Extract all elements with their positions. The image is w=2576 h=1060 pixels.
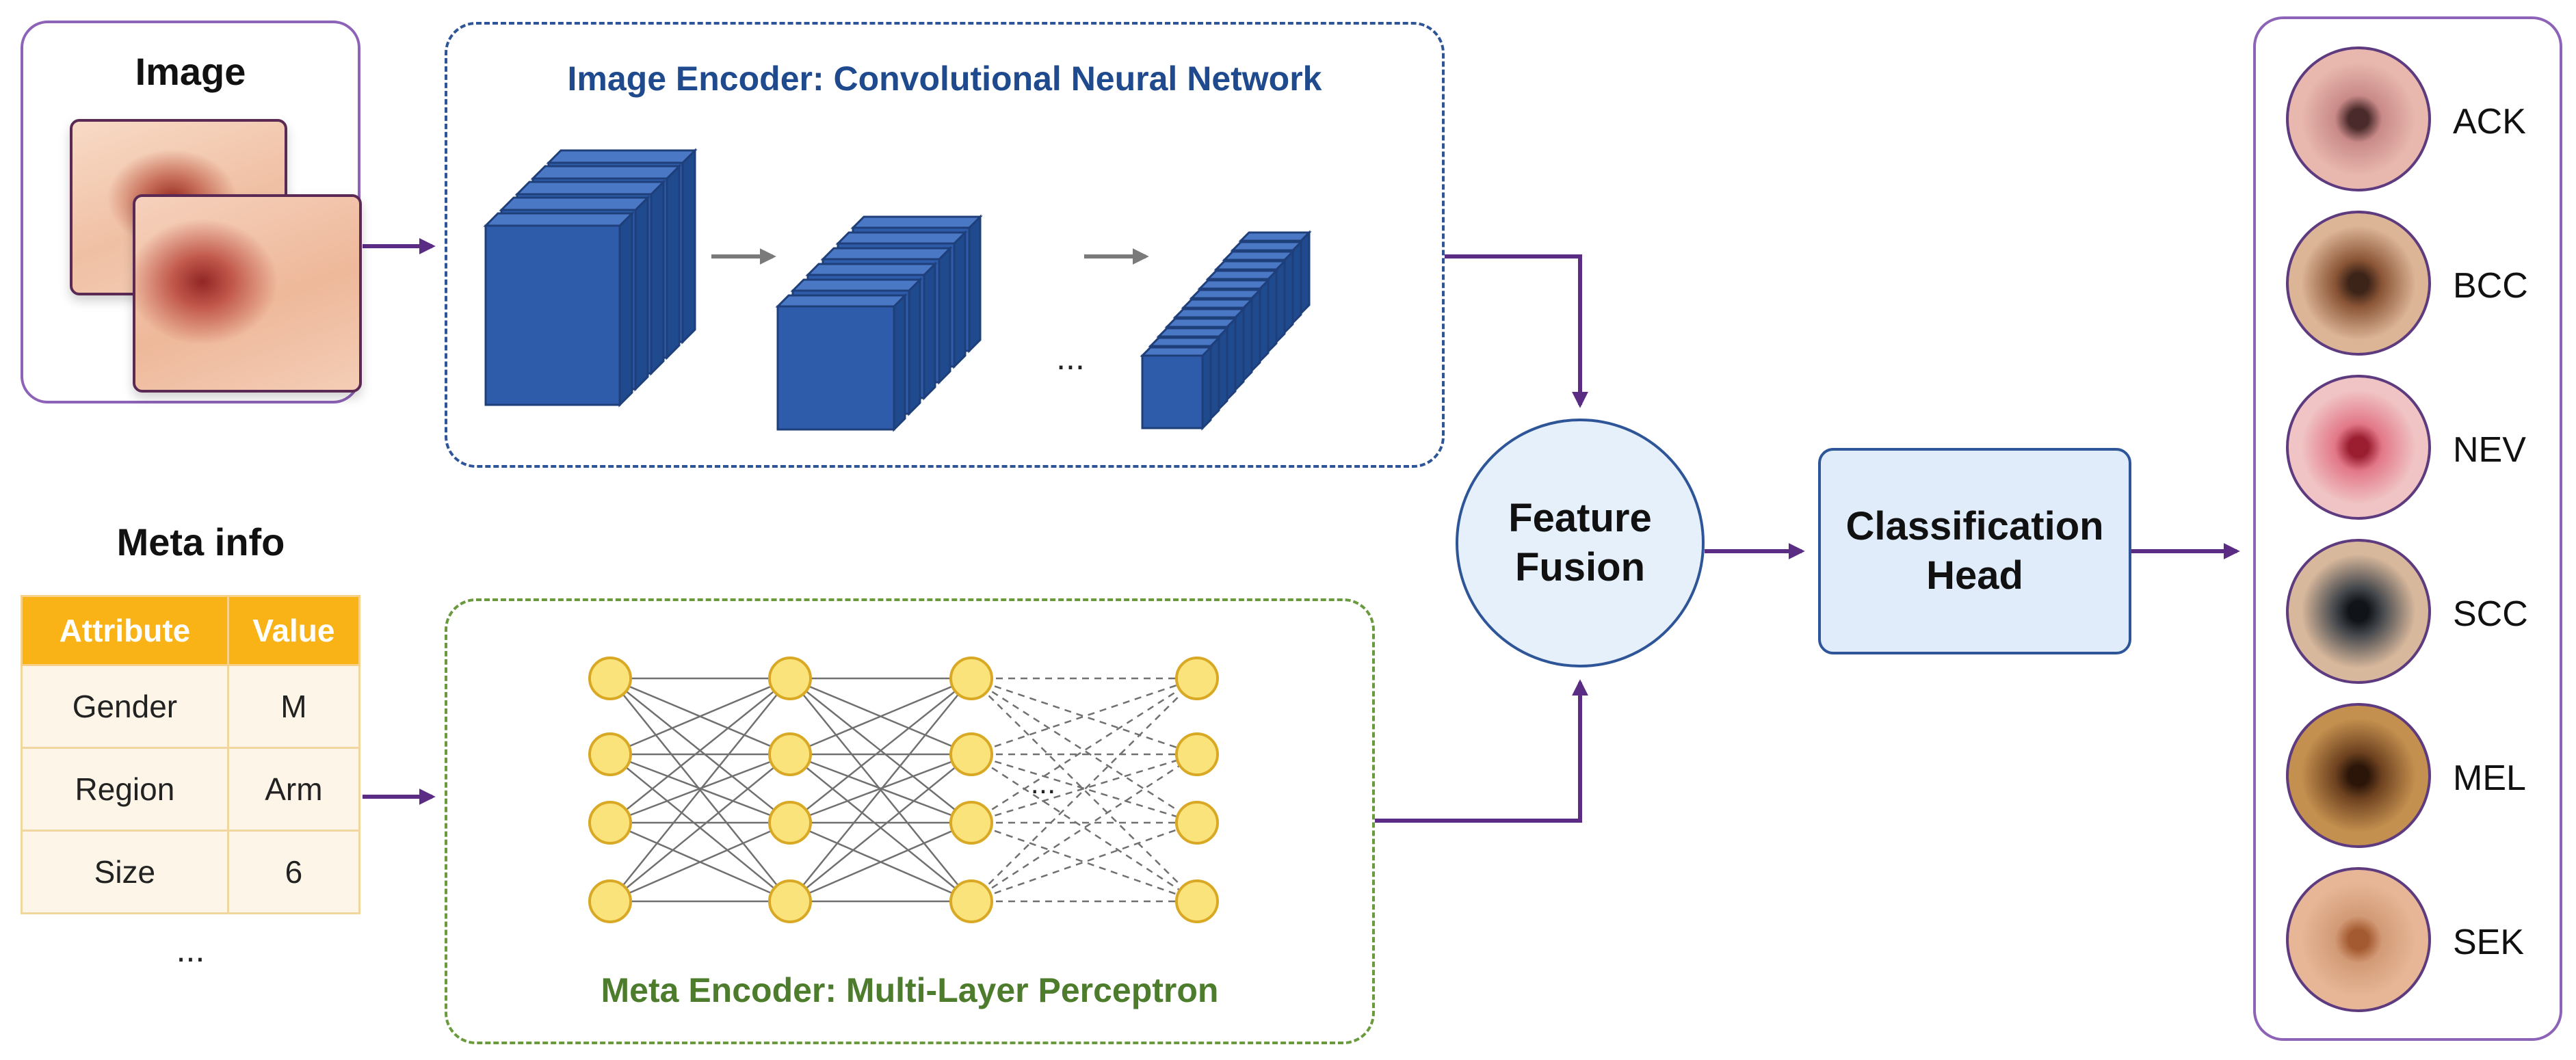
arrow-meta-encoder-to-fusion: [1375, 679, 1588, 823]
class-label-bcc: BCC: [2453, 266, 2528, 306]
mlp-edge: [789, 753, 972, 824]
arrow-image-encoder-to-fusion: [1445, 254, 1588, 408]
mlp-neuron: [768, 732, 812, 776]
feature-fusion-node: Feature Fusion: [1456, 419, 1705, 667]
mlp-neuron: [1175, 801, 1219, 845]
meta-table-header-value: Value: [226, 595, 361, 666]
mlp-neuron: [949, 657, 993, 700]
meta-encoder-box: Meta Encoder: Multi-Layer Perceptron: [445, 598, 1375, 1044]
image-encoder-box: Image Encoder: Convolutional Neural Netw…: [445, 22, 1445, 468]
mlp-edge: [971, 678, 1198, 902]
output-classes-panel: ACK BCC NEV SCC MEL SEK: [2253, 16, 2562, 1041]
mlp-edge: [971, 677, 1198, 824]
cnn-feature-map: [775, 293, 908, 432]
class-item: SEK: [2256, 867, 2560, 1024]
image-panel-title: Image: [135, 50, 246, 93]
class-item: BCC: [2256, 211, 2560, 368]
class-label-nev: NEV: [2453, 430, 2526, 470]
mlp-neuron: [1175, 732, 1219, 776]
lesion-swatch-bcc: [2286, 211, 2431, 356]
mlp-edge: [971, 753, 1198, 903]
mlp-edge: [789, 677, 972, 756]
lesion-swatch-mel: [2286, 703, 2431, 848]
meta-encoder-title: Meta Encoder: Multi-Layer Perceptron: [601, 971, 1219, 1009]
mlp-edge: [609, 678, 791, 823]
meta-value-cell: Arm: [226, 747, 361, 832]
meta-attribute-cell: Region: [21, 747, 229, 832]
meta-table-header-attribute: Attribute: [21, 595, 229, 666]
lesion-swatch-scc: [2286, 539, 2431, 684]
class-label-sek: SEK: [2453, 923, 2525, 962]
meta-table-ellipsis: ...: [176, 931, 205, 969]
table-row: Region Arm: [21, 747, 361, 832]
lesion-swatch-ack: [2286, 47, 2431, 191]
mlp-edge: [971, 677, 1198, 756]
cnn-stack-group: [483, 148, 1312, 432]
meta-value-cell: M: [226, 664, 361, 749]
mlp-edge: [609, 678, 791, 902]
meta-info-title: Meta info: [116, 520, 285, 564]
table-row: Size 6: [21, 830, 361, 914]
mlp-edge: [971, 753, 1198, 824]
mlp-neuron: [768, 801, 812, 845]
feature-fusion-label: Feature Fusion: [1508, 495, 1652, 590]
mlp-edges-group: [609, 677, 1198, 903]
mlp-edge: [789, 821, 972, 903]
class-item: ACK: [2256, 47, 2560, 204]
mlp-edge: [971, 677, 1198, 756]
mlp-neuron: [768, 657, 812, 700]
mlp-edge: [609, 821, 791, 903]
mlp-neuron: [588, 657, 632, 700]
mlp-neuron: [949, 732, 993, 776]
meta-value-cell: 6: [226, 830, 361, 914]
lesion-image-front: [133, 194, 362, 393]
classification-head-node: Classification Head: [1818, 448, 2131, 654]
mlp-edge: [971, 753, 1198, 824]
mlp-nodes-group: [588, 657, 1219, 923]
mlp-neuron: [588, 801, 632, 845]
mlp-edge: [789, 754, 972, 902]
mlp-neuron: [768, 879, 812, 923]
mlp-neuron: [1175, 657, 1219, 700]
mlp-edge: [609, 677, 791, 756]
cnn-ellipsis: ...: [1056, 339, 1085, 377]
image-input-panel: Image: [21, 21, 362, 403]
class-item: NEV: [2256, 375, 2560, 532]
mlp-edge: [971, 678, 1198, 902]
class-label-scc: SCC: [2453, 594, 2528, 634]
mlp-edge: [971, 753, 1198, 903]
classification-head-label: Classification Head: [1845, 503, 2104, 598]
meta-table-header-row: Attribute Value: [21, 595, 361, 666]
mlp-neuron: [949, 801, 993, 845]
mlp-edge: [789, 678, 972, 823]
class-label-mel: MEL: [2453, 758, 2526, 798]
cnn-feature-map: [483, 211, 635, 408]
class-item: SCC: [2256, 539, 2560, 696]
lesion-swatch-nev: [2286, 375, 2431, 520]
meta-info-table: Attribute Value Gender M Region Arm Size…: [21, 595, 361, 914]
lesion-swatch-sek: [2286, 867, 2431, 1012]
mlp-neuron: [1175, 879, 1219, 923]
meta-attribute-cell: Gender: [21, 664, 229, 749]
table-row: Gender M: [21, 664, 361, 749]
mlp-neuron: [588, 879, 632, 923]
mlp-edge: [971, 821, 1198, 903]
class-item: MEL: [2256, 703, 2560, 860]
mlp-edge: [789, 678, 972, 902]
mlp-neuron: [949, 879, 993, 923]
mlp-edge: [971, 677, 1198, 824]
cnn-feature-map: [1140, 345, 1213, 431]
mlp-edge: [609, 753, 791, 824]
mlp-edge: [971, 821, 1198, 903]
mlp-edge: [609, 754, 791, 902]
image-encoder-title: Image Encoder: Convolutional Neural Netw…: [567, 59, 1322, 98]
class-label-ack: ACK: [2453, 102, 2526, 142]
meta-attribute-cell: Size: [21, 830, 229, 914]
mlp-ellipsis: ...: [1031, 767, 1056, 800]
mlp-neuron: [588, 732, 632, 776]
